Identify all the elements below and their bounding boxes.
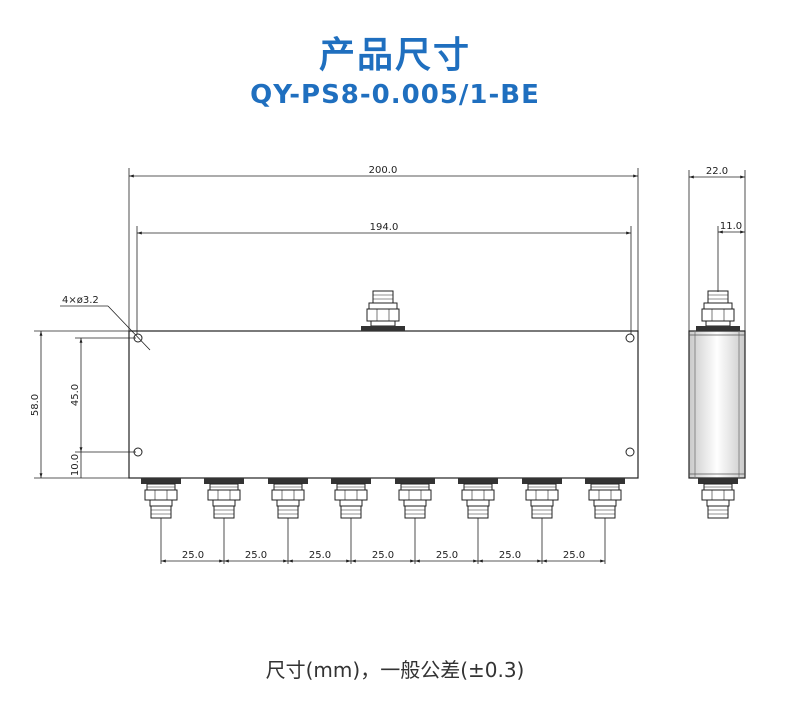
hole-callout-label: 4×ø3.2: [62, 295, 99, 306]
dim-port-pitch-label: 25.0: [372, 550, 394, 561]
tolerance-note: 尺寸(mm)，一般公差(±0.3): [265, 658, 525, 682]
model-number: QY-PS8-0.005/1-BE: [250, 80, 540, 110]
output-connector-icon: [394, 477, 436, 519]
dim-hole-spacing-label: 194.0: [370, 222, 399, 233]
dim-overall-length-label: 200.0: [369, 165, 398, 176]
hole-callout-leader: [60, 305, 151, 351]
input-connector-icon: [360, 290, 406, 332]
side-input-connector-icon: [695, 290, 741, 332]
dim-hole-edge-offset-label: 10.0: [70, 454, 81, 476]
output-connector-icon: [267, 477, 309, 519]
dim-side-connector-offset: [717, 226, 745, 292]
dim-height-label: 58.0: [30, 394, 41, 416]
dim-side-depth: [688, 170, 746, 331]
dim-height: [34, 330, 129, 479]
output-connector-icon: [140, 477, 182, 519]
dim-port-pitch-label: 25.0: [245, 550, 267, 561]
mounting-hole: [625, 447, 635, 457]
dim-port-pitch-label: 25.0: [436, 550, 458, 561]
side-view-body: [688, 330, 746, 479]
page-title: 产品尺寸: [318, 35, 471, 76]
output-connector-icon: [203, 477, 245, 519]
side-output-connector-icon: [697, 477, 739, 519]
dim-hole-vertical-spacing-label: 45.0: [70, 384, 81, 406]
dim-overall-length: [128, 168, 639, 331]
dim-port-pitch-label: 25.0: [563, 550, 585, 561]
dim-side-connector-offset-label: 11.0: [720, 221, 742, 232]
output-connector-icon: [330, 477, 372, 519]
dim-hole-vertical-spacing: [75, 337, 136, 453]
dim-port-pitch-label: 25.0: [499, 550, 521, 561]
dim-port-pitch-label: 25.0: [309, 550, 331, 561]
mounting-hole: [625, 333, 635, 343]
enclosure-body: [128, 330, 639, 479]
dim-hole-spacing: [136, 226, 632, 334]
dim-port-pitch-label: 25.0: [182, 550, 204, 561]
dim-port-pitch: [160, 518, 606, 564]
output-connector-icon: [584, 477, 626, 519]
dim-side-depth-label: 22.0: [706, 166, 728, 177]
output-connector-icon: [457, 477, 499, 519]
output-connector-icon: [521, 477, 563, 519]
